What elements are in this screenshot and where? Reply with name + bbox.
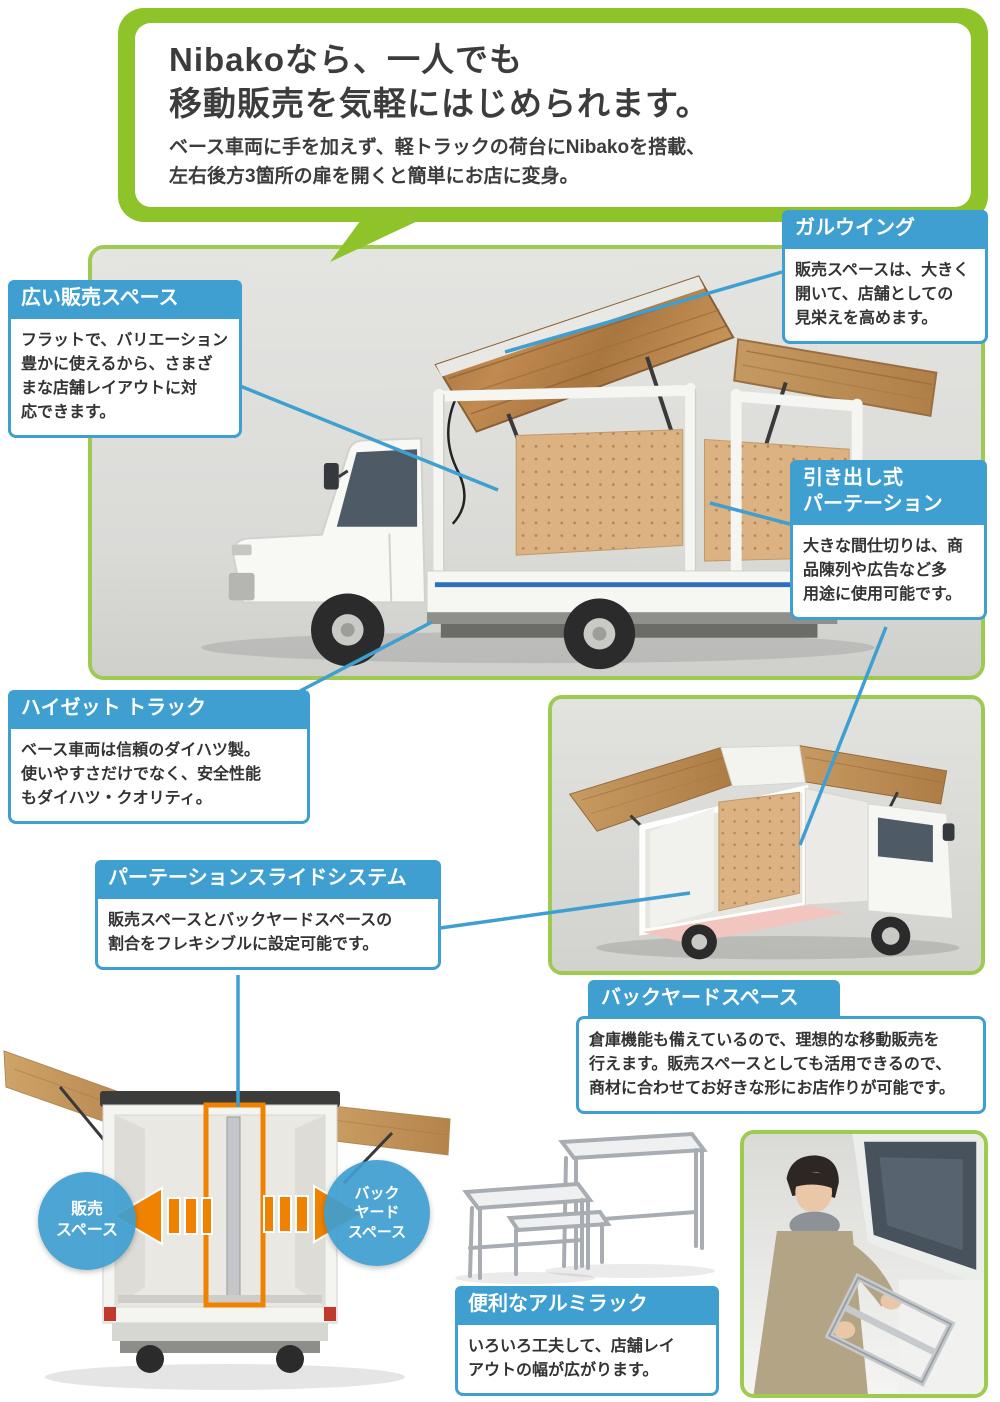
callout-partition: 引き出し式 パーテーション 大きな間仕切りは、商 品陳列や広告など多 用途に使用… <box>790 460 987 620</box>
callout-aluminum-rack-title: 便利なアルミラック <box>455 1286 719 1322</box>
callout-backyard-space-title: バックヤードスペース <box>588 980 840 1016</box>
person-with-rack-photo <box>740 1130 988 1398</box>
callout-aluminum-rack: 便利なアルミラック いろいろ工夫して、店舗レイ アウトの幅が広がります。 <box>455 1286 719 1396</box>
truck-rear-open-illustration <box>552 699 981 971</box>
callout-gullwing-title: ガルウイング <box>782 210 988 246</box>
callout-gullwing-body: 販売スペースは、大きく 開いて、店舗としての 見栄えを高めます。 <box>782 246 988 344</box>
callout-backyard-space: バックヤードスペース 倉庫機能も備えているので、理想的な移動販売を 行えます。販… <box>576 980 986 1114</box>
aluminum-racks-photo <box>450 1126 722 1284</box>
callout-sales-space-body: フラットで、バリエーション 豊かに使えるから、さまざ まな店舗レイアウトに対 応… <box>8 316 242 438</box>
truck-rear-view-illustration <box>3 1050 451 1390</box>
backyard-space-badge: バック ヤード スペース <box>324 1160 430 1266</box>
sales-space-badge: 販売 スペース <box>38 1172 136 1270</box>
page-title: Nibakoなら、一人でも 移動販売を気軽にはじめられます。 <box>169 41 710 122</box>
callout-backyard-space-body: 倉庫機能も備えているので、理想的な移動販売を 行えます。販売スペースとしても活用… <box>576 1016 986 1114</box>
rear-open-truck-photo <box>548 695 985 975</box>
callout-partition-title: 引き出し式 パーテーション <box>790 460 987 522</box>
rear-view-truck-photo <box>0 1017 455 1402</box>
callout-hijet-truck: ハイゼット トラック ベース車両は信頼のダイハツ製。 使いやすさだけでなく、安全… <box>8 690 310 824</box>
callout-partition-body: 大きな間仕切りは、商 品陳列や広告など多 用途に使用可能です。 <box>790 522 987 620</box>
hero-panel: Nibakoなら、一人でも 移動販売を気軽にはじめられます。 ベース車両に手を加… <box>118 8 988 222</box>
callout-partition-slide-system: パーテーションスライドシステム 販売スペースとバックヤードスペースの 割合をフレ… <box>95 860 441 970</box>
callout-partition-slide-system-body: 販売スペースとバックヤードスペースの 割合をフレキシブルに設定可能です。 <box>95 896 441 970</box>
callout-aluminum-rack-body: いろいろ工夫して、店舗レイ アウトの幅が広がります。 <box>455 1322 719 1396</box>
callout-sales-space: 広い販売スペース フラットで、バリエーション 豊かに使えるから、さまざ まな店舗… <box>8 280 242 438</box>
callout-hijet-truck-title: ハイゼット トラック <box>8 690 310 726</box>
person-illustration <box>744 1134 984 1394</box>
aluminum-racks-illustration <box>455 1131 715 1284</box>
callout-gullwing: ガルウイング 販売スペースは、大きく 開いて、店舗としての 見栄えを高めます。 <box>782 210 988 344</box>
hero-description: ベース車両に手を加えず、軽トラックの荷台にNibakoを搭載、 左右後方3箇所の… <box>169 137 706 187</box>
hero-inner: Nibakoなら、一人でも 移動販売を気軽にはじめられます。 ベース車両に手を加… <box>135 23 971 207</box>
callout-hijet-truck-body: ベース車両は信頼のダイハツ製。 使いやすさだけでなく、安全性能 もダイハツ・クオ… <box>8 726 310 824</box>
callout-partition-slide-system-title: パーテーションスライドシステム <box>95 860 441 896</box>
callout-sales-space-title: 広い販売スペース <box>8 280 242 316</box>
